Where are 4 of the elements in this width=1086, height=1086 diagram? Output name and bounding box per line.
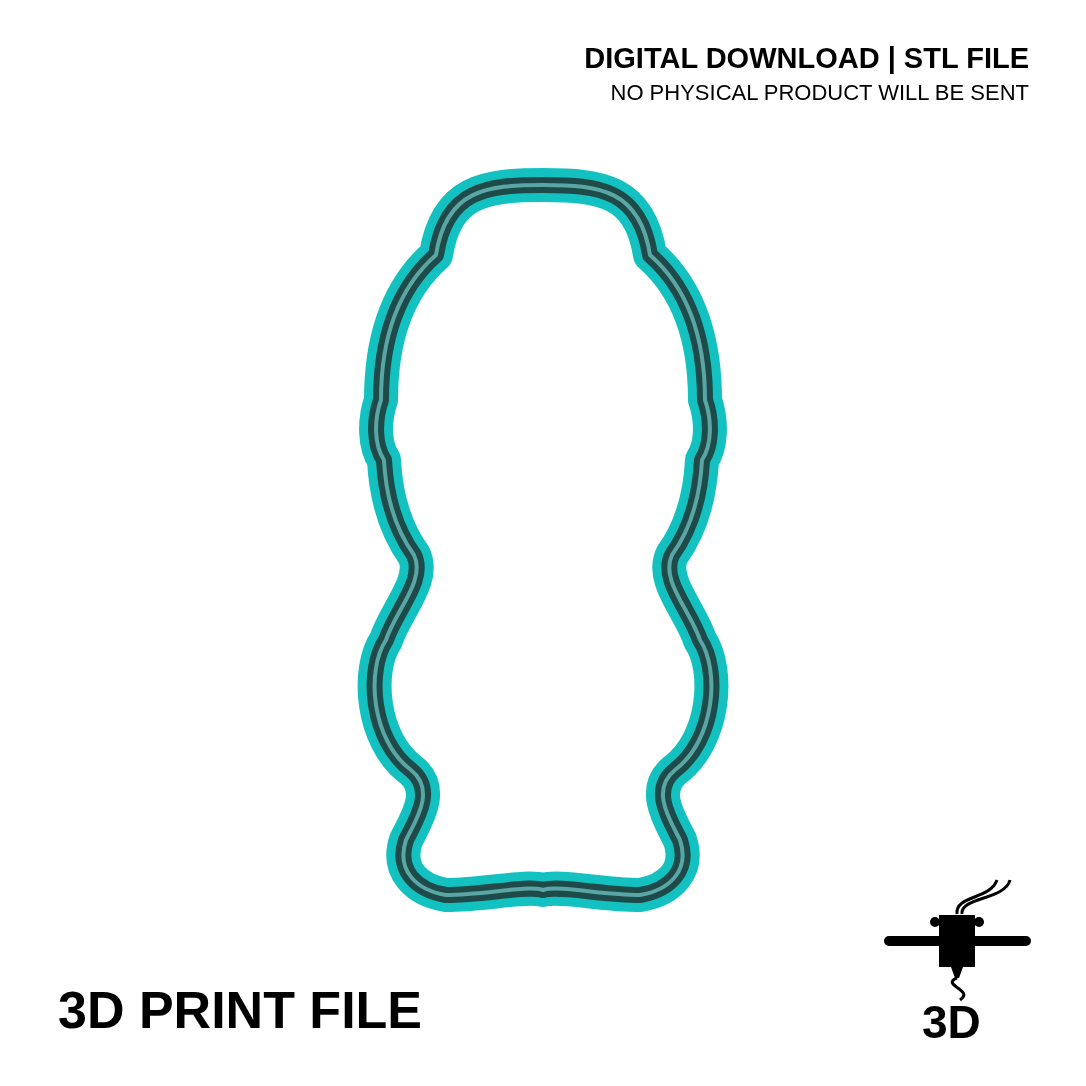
notice-text: NO PHYSICAL PRODUCT WILL BE SENT (610, 80, 1029, 106)
icon-caption: 3D (922, 995, 981, 1049)
heading: DIGITAL DOWNLOAD | STL FILE (584, 42, 1029, 75)
title-text: 3D PRINT FILE (58, 980, 423, 1040)
